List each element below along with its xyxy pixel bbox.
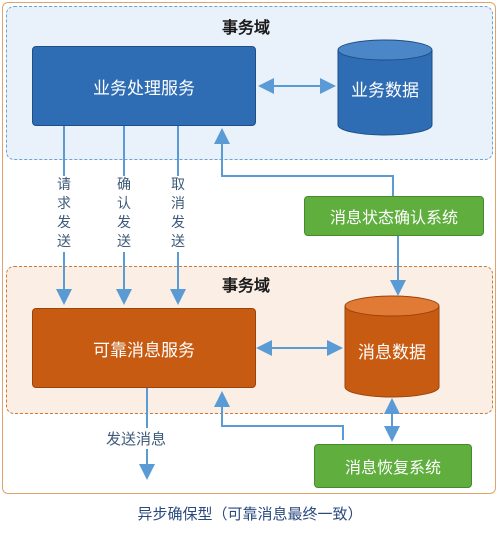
status-confirm-node: 消息状态确认系统	[304, 196, 484, 236]
outer-frame	[2, 2, 496, 494]
recovery-system-label: 消息恢复系统	[344, 458, 441, 477]
business-data-cylinder	[337, 39, 433, 136]
top-domain-title: 事务域	[222, 18, 271, 37]
message-data-label: 消息数据	[358, 343, 426, 363]
send-message-label: 发送消息	[104, 428, 169, 449]
business-data-label: 业务数据	[351, 81, 419, 101]
confirm-send-label: 确认发送	[115, 176, 133, 252]
message-data-cylinder	[344, 295, 440, 398]
recovery-system-node: 消息恢复系统	[314, 444, 472, 488]
status-confirm-label: 消息状态确认系统	[329, 208, 458, 227]
business-service-label: 业务处理服务	[93, 78, 195, 99]
request-send-label: 请求发送	[55, 176, 73, 252]
bottom-domain-title: 事务域	[222, 276, 271, 295]
status-query-arrow	[214, 128, 394, 196]
diagram-caption: 异步确保型（可靠消息最终一致）	[137, 505, 363, 523]
recovery-resend-arrow	[214, 391, 344, 440]
cancel-send-label: 取消发送	[169, 176, 187, 252]
reliable-service-label: 可靠消息服务	[93, 340, 195, 361]
business-service-node: 业务处理服务	[32, 46, 256, 126]
reliable-service-node: 可靠消息服务	[32, 308, 256, 388]
